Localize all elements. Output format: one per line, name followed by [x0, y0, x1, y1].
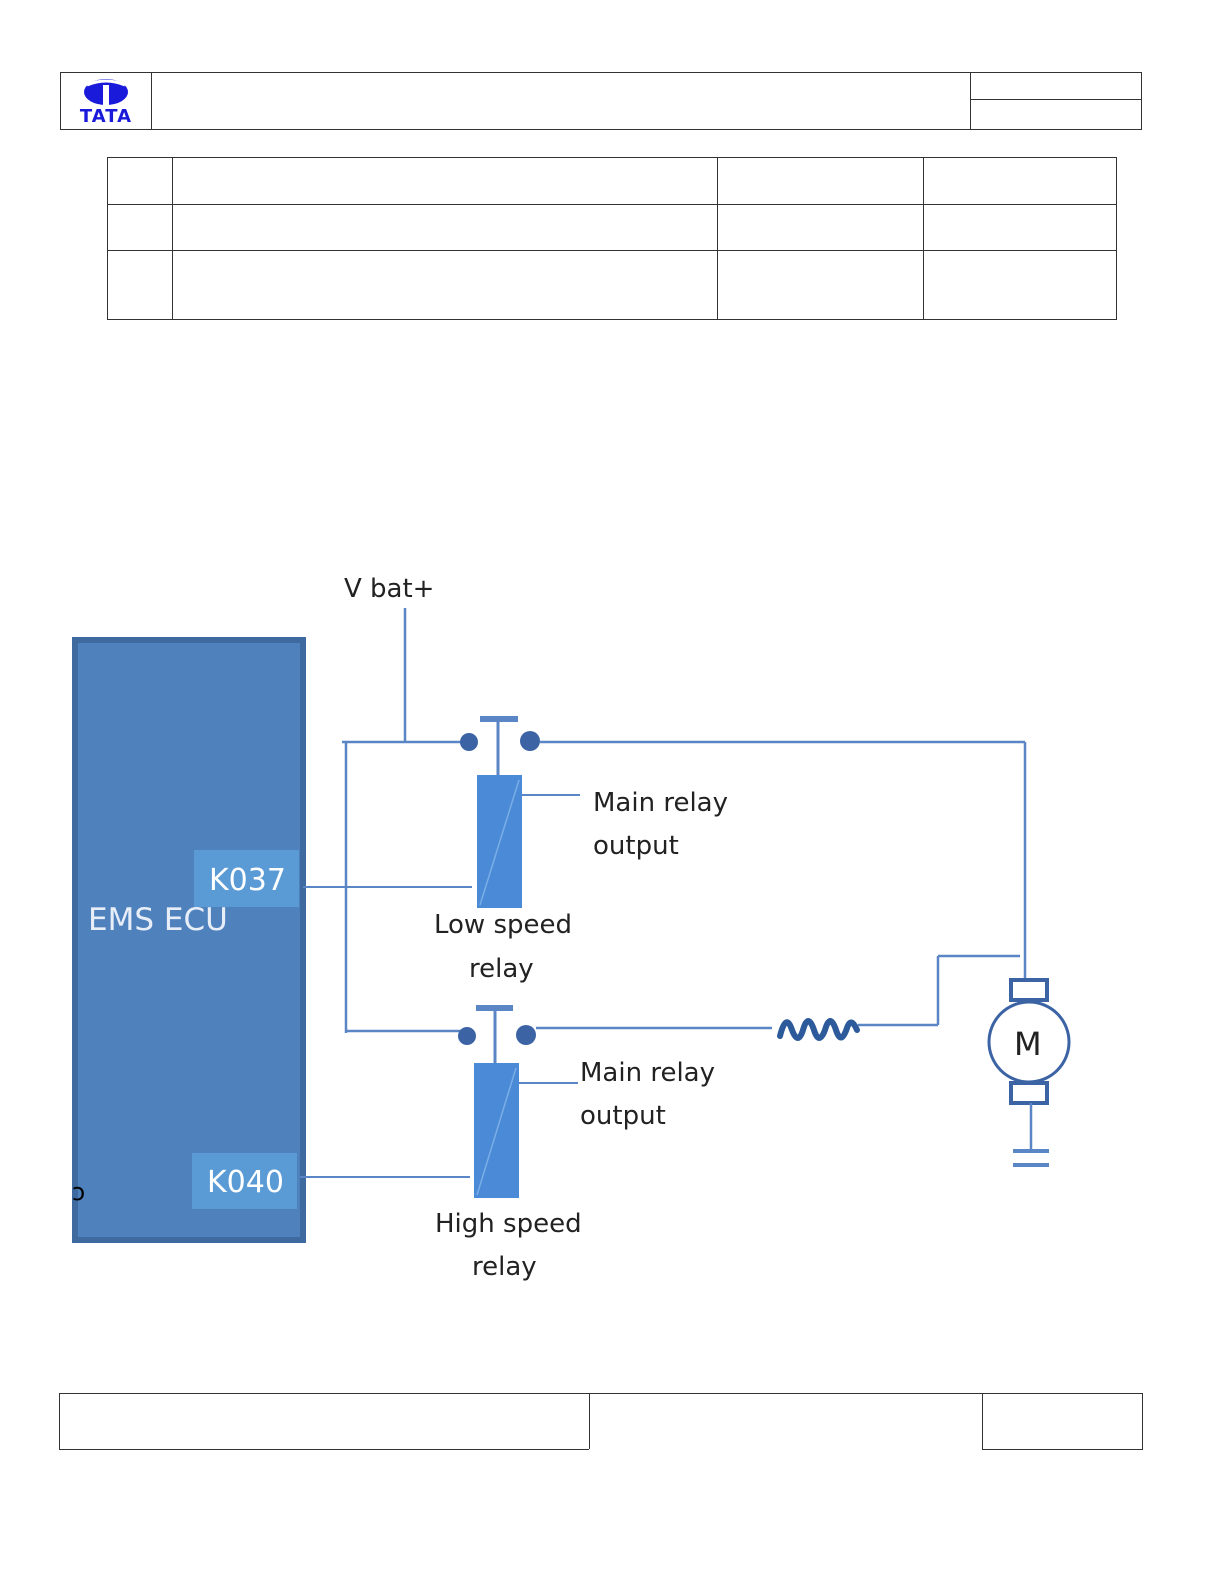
- ecu-partial-glyph: ͻ: [72, 1178, 85, 1206]
- relay1-coil-diagonal: [479, 779, 520, 906]
- revision-table: [107, 157, 1117, 320]
- relay2-output-label-2: output: [580, 1101, 666, 1131]
- pin-k040-label: K040: [207, 1165, 284, 1200]
- relay1-name-label-2: relay: [469, 954, 534, 984]
- tata-emblem-icon: [84, 79, 128, 105]
- ecu-box: [72, 637, 306, 1243]
- tata-logo: TATA: [71, 75, 141, 127]
- motor-label: M: [1014, 1025, 1042, 1063]
- motor-brush-top: [1009, 978, 1049, 1002]
- pin-k037-label: K037: [209, 863, 286, 898]
- relay2-contact-right: [516, 1025, 536, 1045]
- table-cell: [172, 157, 718, 205]
- table-cell: [717, 250, 924, 320]
- table-cell: [172, 204, 718, 251]
- table-cell: [923, 250, 1117, 320]
- footer-right-cell: [982, 1393, 1143, 1450]
- logo-cell: TATA: [60, 72, 152, 130]
- motor-brush-bottom: [1009, 1081, 1049, 1105]
- relay1-name-label-1: Low speed: [434, 910, 572, 940]
- pin-k037-box: [194, 850, 299, 907]
- table-cell: [107, 250, 173, 320]
- table-cell: [172, 250, 718, 320]
- vbat-label: V bat+: [344, 574, 434, 604]
- relay2-name-label-1: High speed: [435, 1209, 582, 1239]
- relay1-contact-right: [520, 731, 540, 751]
- table-cell: [923, 204, 1117, 251]
- revision-cell: [970, 99, 1142, 130]
- table-cell: [717, 157, 924, 205]
- table-cell: [717, 204, 924, 251]
- footer-middle-cell: [589, 1393, 983, 1449]
- relay2-name-label-2: relay: [472, 1252, 537, 1282]
- relay2-output-label-1: Main relay: [580, 1058, 715, 1088]
- resistor-icon: [777, 1018, 860, 1041]
- relay2-coil-diagonal: [476, 1067, 517, 1196]
- header-table: TATA: [60, 72, 1142, 130]
- relay1-output-label-1: Main relay: [593, 788, 728, 818]
- doc-number-cell: [970, 72, 1142, 100]
- pin-k040-box: [192, 1153, 297, 1209]
- table-cell: [923, 157, 1117, 205]
- tata-logo-text: TATA: [79, 106, 133, 127]
- relay1-contact-left: [460, 733, 478, 751]
- ecu-label: EMS ECU: [88, 902, 228, 938]
- document-title-cell: [151, 72, 971, 130]
- relay1-output-label-2: output: [593, 831, 679, 861]
- footer-left-cell: [59, 1393, 589, 1450]
- relay2-contact-left: [458, 1027, 476, 1045]
